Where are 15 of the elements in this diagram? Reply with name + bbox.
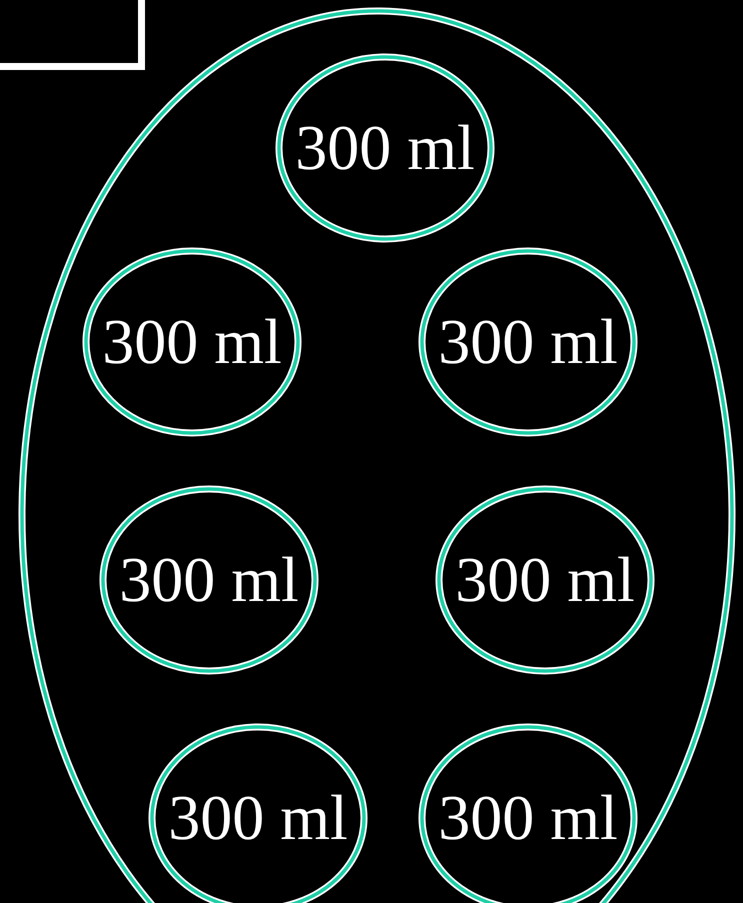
volume-label: 300 ml	[455, 548, 635, 612]
ellipse-node	[99, 485, 319, 675]
ellipse-node	[275, 53, 495, 243]
ellipse-node	[418, 247, 638, 437]
volume-label: 300 ml	[119, 548, 299, 612]
large-ellipse	[18, 7, 736, 903]
volume-label: 300 ml	[438, 310, 618, 374]
volume-label: 300 ml	[168, 786, 348, 850]
ellipse-node	[82, 247, 302, 437]
volume-label: 300 ml	[102, 310, 282, 374]
ellipse-node	[418, 723, 638, 903]
volume-label: 300 ml	[295, 116, 475, 180]
volume-label: 300 ml	[438, 786, 618, 850]
ellipse-node	[435, 485, 655, 675]
ellipse-node	[148, 723, 368, 903]
